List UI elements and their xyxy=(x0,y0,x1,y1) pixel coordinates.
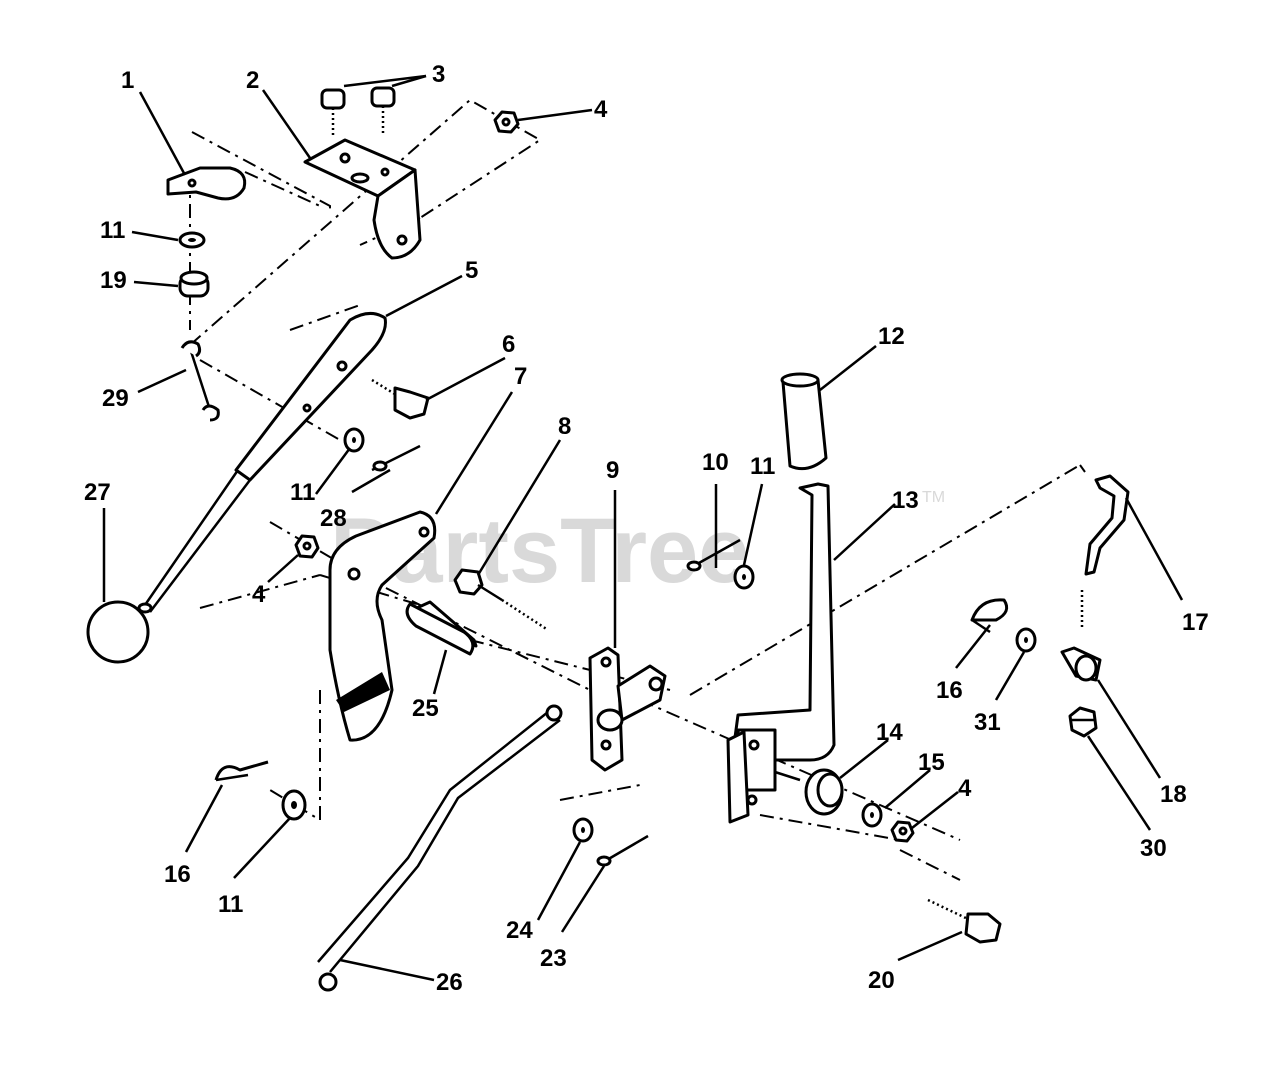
part-18-swivel xyxy=(1060,646,1102,682)
part-31-washer xyxy=(1015,627,1037,653)
part-25-spacer xyxy=(405,600,478,656)
part-24-washer xyxy=(572,817,594,843)
callout-4-right: 4 xyxy=(958,775,972,802)
callout-16-right: 16 xyxy=(936,677,963,704)
part-6-bolt xyxy=(371,378,430,420)
part-15-washer xyxy=(861,802,883,828)
part-13-shift-lever xyxy=(726,482,836,824)
callout-26: 26 xyxy=(436,969,463,996)
callout-15: 15 xyxy=(918,749,945,776)
callout-4-top: 4 xyxy=(594,96,608,123)
callout-2: 2 xyxy=(246,67,259,94)
assembly-lines xyxy=(189,98,1086,881)
callout-9: 9 xyxy=(606,457,619,484)
callout-13: 13 xyxy=(892,487,919,514)
callout-11-a: 11 xyxy=(100,217,125,244)
callout-17: 17 xyxy=(1182,609,1209,636)
part-11-washer-b xyxy=(343,427,365,453)
part-12-grip xyxy=(780,372,828,471)
part-29-link xyxy=(180,340,220,422)
callout-23: 23 xyxy=(540,945,567,972)
callout-27: 27 xyxy=(84,479,111,506)
callout-11-d: 11 xyxy=(218,891,243,918)
callout-30: 30 xyxy=(1140,835,1167,862)
part-4-nut-top xyxy=(493,110,520,134)
part-16-hairpin-left xyxy=(214,760,269,782)
callout-28: 28 xyxy=(320,505,347,532)
callout-16-left: 16 xyxy=(164,861,191,888)
watermark-trademark: TM xyxy=(922,489,945,506)
callout-11-c: 11 xyxy=(750,453,775,480)
part-11-washer-c xyxy=(733,564,755,590)
part-14-bushing xyxy=(804,768,844,816)
part-4-nut-left xyxy=(294,534,320,559)
callout-31: 31 xyxy=(974,709,1001,736)
part-4-nut-right xyxy=(890,820,915,843)
part-26-rod xyxy=(317,704,563,992)
callout-labels: 1 2 3 4 4 4 5 6 7 8 9 10 11 11 11 11 12 … xyxy=(84,61,1209,996)
callout-25: 25 xyxy=(412,695,439,722)
part-20-bolt xyxy=(927,898,1002,944)
callout-1: 1 xyxy=(121,67,134,94)
callout-24: 24 xyxy=(506,917,533,944)
callout-8: 8 xyxy=(558,413,571,440)
part-27-knob xyxy=(86,600,150,664)
part-11-washer-d xyxy=(281,789,307,821)
part-11-washer-a xyxy=(178,231,206,249)
callout-5: 5 xyxy=(465,257,478,284)
callout-12: 12 xyxy=(878,323,905,350)
callout-20: 20 xyxy=(868,967,895,994)
part-28-cotter-pin xyxy=(371,444,421,472)
callout-14: 14 xyxy=(876,719,903,746)
callout-29: 29 xyxy=(102,385,129,412)
part-17-rod xyxy=(1080,474,1130,630)
callout-4-left: 4 xyxy=(252,581,266,608)
part-1-clip xyxy=(166,166,247,201)
part-5-lever-arm xyxy=(137,312,387,614)
part-23-cotter-pin xyxy=(596,834,649,867)
callout-10: 10 xyxy=(702,449,729,476)
leader-lines xyxy=(102,74,1184,982)
callout-11-b: 11 xyxy=(290,479,315,506)
part-2-bracket xyxy=(303,138,422,260)
part-8-bolt xyxy=(453,568,549,632)
part-3-bolts xyxy=(320,86,396,135)
callout-6: 6 xyxy=(502,331,515,358)
part-9-plate xyxy=(588,646,667,772)
callout-19: 19 xyxy=(100,267,127,294)
part-7-bracket-plate xyxy=(328,510,437,742)
callout-18: 18 xyxy=(1160,781,1187,808)
part-30-nut xyxy=(1068,706,1098,738)
callout-7: 7 xyxy=(514,363,527,390)
part-19-bushing xyxy=(178,270,210,298)
callout-3: 3 xyxy=(432,61,445,88)
